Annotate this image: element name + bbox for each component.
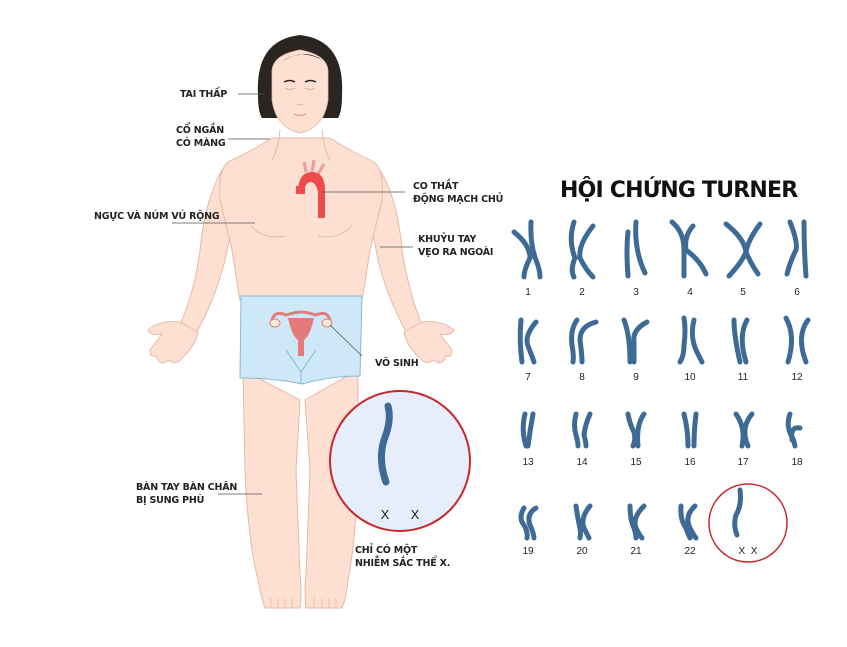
chromosome-number: 8 [579, 372, 585, 383]
chromosome-number: 22 [684, 546, 696, 557]
karyotype [511, 219, 811, 541]
torso [219, 137, 383, 301]
chromosome-number: 12 [791, 372, 803, 383]
chromosome-number: 15 [630, 457, 642, 468]
sex-chromosome-label: X X [738, 546, 758, 557]
chromosome-number: 10 [684, 372, 696, 383]
label-short-webbed-neck: CỔ NGẮN CÓ MÀNG [176, 125, 226, 149]
chromosome-number: 7 [525, 372, 531, 383]
label-wide-chest: NGỰC VÀ NÚM VÚ RỘNG [94, 211, 220, 222]
inset-circle [329, 390, 471, 532]
label-cubitus-valgus: KHUỶU TAY VẸO RA NGOÀI [418, 234, 494, 258]
chromosome-number: 2 [579, 287, 585, 298]
label-single-x: CHỈ CÓ MỘT NHIỄM SẮC THỂ X. [355, 545, 451, 569]
chromosome-number: 13 [522, 457, 534, 468]
uterus-icon [269, 310, 333, 356]
chromosome-number: 6 [794, 287, 800, 298]
single-x-chromosome [732, 487, 743, 538]
chromosome-number: 16 [684, 457, 696, 468]
leader-lines [172, 93, 413, 495]
page-title: HỘI CHỨNG TURNER [560, 178, 798, 203]
chromosome-number: 11 [737, 372, 749, 383]
inset-x-label-1: X [380, 507, 390, 522]
chromosome-number: 14 [576, 457, 588, 468]
inset-x-label-2: X [410, 507, 420, 522]
head [257, 35, 343, 134]
chromosome-number: 18 [791, 457, 803, 468]
label-lymphedema: BÀN TAY BÀN CHÂN BỊ SUNG PHÙ [136, 482, 238, 506]
chromosome-number: 5 [740, 287, 746, 298]
chromosome-number: 9 [633, 372, 639, 383]
sex-chromosome-circle [708, 483, 788, 563]
chromosome-number: 17 [737, 457, 749, 468]
chromosome-number: 1 [525, 287, 531, 298]
chromosome-number: 20 [576, 546, 588, 557]
aorta-icon [296, 159, 326, 218]
label-aortic-coarctation: CO THẮT ĐỘNG MẠCH CHỦ [413, 181, 504, 205]
chromosome-number: 19 [522, 546, 534, 557]
chromosome-number: 21 [630, 546, 642, 557]
chromosome-number: 4 [687, 287, 693, 298]
chromosome-number: 3 [633, 287, 639, 298]
label-low-ears: TAI THẤP [180, 89, 228, 100]
label-infertility: VÔ SINH [375, 358, 419, 369]
